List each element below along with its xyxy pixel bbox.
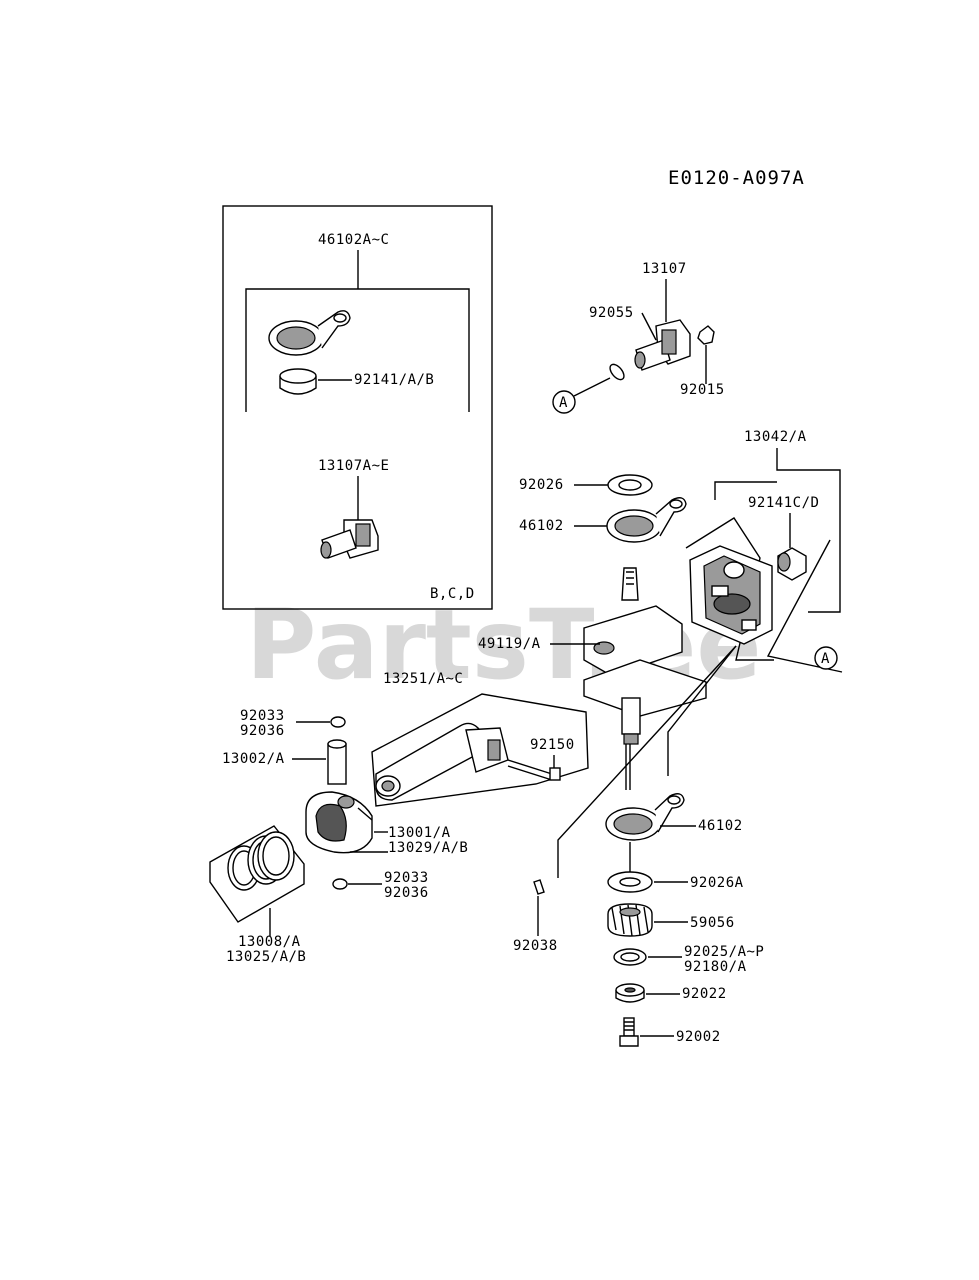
- label-13002: 13002/A: [222, 751, 285, 767]
- label-92036-bot: 92036: [384, 885, 429, 901]
- label-92033-bot: 92033: [384, 870, 429, 886]
- spacer-92022: [615, 983, 645, 1003]
- label-92022: 92022: [682, 986, 727, 1002]
- label-92033-top: 92033: [240, 708, 285, 724]
- washer-92026a: [607, 871, 653, 893]
- nut-92015: [697, 325, 715, 345]
- conrod-box-13251: [371, 693, 589, 807]
- kit-box-note: B,C,D: [430, 586, 475, 602]
- bolt-92002: [619, 1017, 639, 1047]
- crankcase-13042: [689, 545, 773, 645]
- label-92002: 92002: [676, 1029, 721, 1045]
- label-59056: 59056: [690, 915, 735, 931]
- washer-92026: [607, 474, 653, 496]
- crankpin-13107: [634, 319, 691, 371]
- label-92180: 92180/A: [684, 959, 747, 975]
- callout-a-right-text: A: [821, 651, 830, 667]
- label-92055: 92055: [589, 305, 634, 321]
- label-46102-bot: 46102: [698, 818, 743, 834]
- callout-a-right: [814, 646, 838, 670]
- label-13251: 13251/A~C: [383, 671, 463, 687]
- label-49119: 49119/A: [478, 636, 541, 652]
- conrod-kit-part: [268, 310, 351, 356]
- kit-bracket: [245, 288, 470, 412]
- callout-a-top-text: A: [559, 395, 568, 411]
- label-13029: 13029/A/B: [388, 840, 468, 856]
- label-13025: 13025/A/B: [226, 949, 306, 965]
- label-13008: 13008/A: [238, 934, 301, 950]
- bearing-kit-part: [279, 368, 317, 395]
- bolt-92150: [507, 759, 561, 781]
- key-92038: [533, 879, 545, 895]
- label-13001: 13001/A: [388, 825, 451, 841]
- label-92025: 92025/A~P: [684, 944, 764, 960]
- gear-59056: [607, 903, 653, 937]
- label-conrod-kit: 46102A~C: [318, 232, 389, 248]
- bearing-92141cd: [777, 547, 807, 581]
- circlip-top: [330, 716, 346, 728]
- label-92036-top: 92036: [240, 723, 285, 739]
- label-bearing-kit: 92141/A/B: [354, 372, 434, 388]
- label-46102-top: 46102: [519, 518, 564, 534]
- rings-13008: [227, 831, 295, 891]
- conrod-46102-top: [606, 497, 687, 543]
- ring-box: [209, 825, 305, 923]
- label-13042: 13042/A: [744, 429, 807, 445]
- piston-13001: [305, 791, 373, 854]
- crankshaft-13251: [583, 567, 707, 790]
- label-92026: 92026: [519, 477, 564, 493]
- label-92026a: 92026A: [690, 875, 744, 891]
- label-92150: 92150: [530, 737, 575, 753]
- label-92015: 92015: [680, 382, 725, 398]
- diagram-code: E0120-A097A: [668, 167, 805, 189]
- label-92141cd: 92141C/D: [748, 495, 819, 511]
- conrod-13251: [375, 722, 509, 801]
- label-13107: 13107: [642, 261, 687, 277]
- conrod-46102-bottom: [605, 793, 685, 841]
- kit-box: [222, 205, 493, 610]
- washer-92025: [613, 948, 647, 966]
- oring-92055: [609, 363, 625, 381]
- circlip-bottom: [332, 878, 348, 890]
- crankpin-kit-part: [320, 519, 379, 559]
- pin-13002: [327, 739, 347, 785]
- label-92038: 92038: [513, 938, 558, 954]
- callout-a-top: [552, 390, 576, 414]
- label-crank-kit: 13107A~E: [318, 458, 389, 474]
